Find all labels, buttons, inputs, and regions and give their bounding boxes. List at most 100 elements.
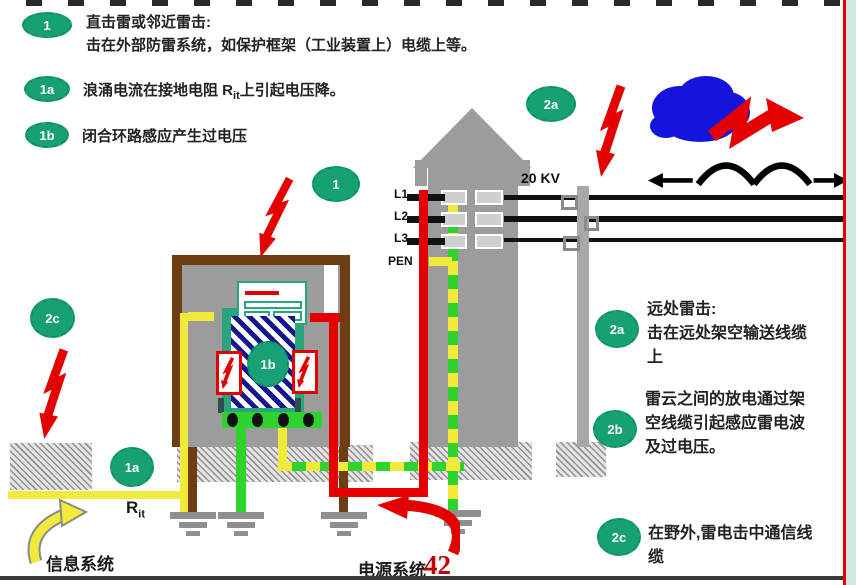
insulator-bracket xyxy=(584,216,599,231)
bond-terminal xyxy=(303,413,314,427)
bond-terminal xyxy=(252,413,263,427)
info-system-label: 信息系统 xyxy=(46,555,114,574)
badge-label: 1b xyxy=(260,356,276,372)
lightning-bolt-icon xyxy=(39,348,68,440)
bond-terminal xyxy=(227,413,238,427)
diagram-badge-2c: 2c xyxy=(30,298,75,338)
insulator-bracket xyxy=(561,195,578,210)
arrester-bolt-icon xyxy=(296,355,311,389)
pe-conductor-horizontal xyxy=(278,462,464,471)
cloud-discharge-arrow-icon xyxy=(707,96,804,149)
power-cable-drop-house xyxy=(329,318,338,497)
legend-2b-line3: 及过电压。 xyxy=(645,439,726,456)
page-number: 42 xyxy=(424,550,451,580)
info-cable-riser xyxy=(180,313,188,512)
label-PEN: PEN xyxy=(388,254,413,268)
legend-2c-line2: 缆 xyxy=(648,549,665,566)
pen-conductor xyxy=(448,205,458,510)
storm-cloud-icon xyxy=(650,76,750,142)
bond-terminal xyxy=(278,413,289,427)
power-system-label: 电源系统 xyxy=(358,561,426,580)
tower-eave-left xyxy=(415,160,427,186)
legend-badge-1: 1 xyxy=(22,12,72,38)
cropped-title-strip xyxy=(26,0,841,6)
legend-2a-line3: 上 xyxy=(647,349,664,366)
house-frame-top xyxy=(172,255,350,265)
legend-2b-line1: 雷云之间的放电通过架 xyxy=(645,391,806,408)
ground-symbol xyxy=(321,512,367,536)
tower-body xyxy=(428,168,518,447)
equipotential-bonding-bar xyxy=(222,412,322,428)
transformer-box xyxy=(475,234,503,249)
house-earth-lead-right xyxy=(339,447,348,512)
resistance-label: Rit xyxy=(126,498,145,520)
right-edge-strip xyxy=(846,0,856,585)
legend-2b-line2: 空线缆引起感应雷电波 xyxy=(645,415,806,432)
house-earth-lead-left xyxy=(188,447,197,512)
bond-stub xyxy=(295,398,301,413)
lightning-bolt-icon xyxy=(596,84,626,177)
power-line-L3 xyxy=(504,238,845,242)
badge-label: 1 xyxy=(43,17,51,33)
diagram-badge-1: 1 xyxy=(312,166,360,202)
resistance-sub: it xyxy=(138,508,146,521)
info-cable-stub xyxy=(188,312,214,321)
voltage-label: 20 KV xyxy=(521,170,560,186)
legend-2c-line1: 在野外,雷电击中通信线 xyxy=(648,525,813,542)
legend-2a-line1: 远处雷击: xyxy=(647,301,717,318)
device-detail xyxy=(244,301,302,309)
legend-1a-sub: it xyxy=(233,90,240,102)
diagram-badge-1a: 1a xyxy=(110,447,154,487)
surge-arrester-right xyxy=(292,350,318,394)
badge-label: 1a xyxy=(39,81,55,97)
badge-label: 2c xyxy=(611,529,627,545)
device-slot xyxy=(245,291,279,295)
badge-label: 2b xyxy=(607,421,623,437)
ground-block xyxy=(10,443,92,490)
tower-eave-right xyxy=(517,160,530,186)
legend-badge-1a: 1a xyxy=(24,76,70,102)
ground-symbol xyxy=(218,512,264,536)
badge-label: 1a xyxy=(124,459,140,475)
legend-1-line1: 直击雷或邻近雷击: xyxy=(86,14,211,31)
bottom-border xyxy=(0,576,847,580)
bond-stub xyxy=(218,398,224,413)
transformer-box xyxy=(475,212,503,227)
legend-2a-line2: 击在远处架空输送线缆 xyxy=(647,325,808,342)
surge-arrester-left xyxy=(216,351,242,395)
lightning-bolt-icon xyxy=(259,176,294,258)
badge-label: 2a xyxy=(609,321,625,337)
badge-label: 1b xyxy=(39,127,55,143)
power-line-L2 xyxy=(504,216,845,222)
power-system-arrow-icon xyxy=(377,495,460,556)
utility-pole xyxy=(577,186,589,447)
pe-conductor-drop xyxy=(278,428,287,468)
legend-1-line2: 击在外部防雷系统，如保护框架（工业装置上）电缆上等。 xyxy=(86,37,477,54)
info-system-cable xyxy=(8,491,183,499)
legend-1a-text: 浪涌电流在接地电阻 Rit上引起电压降。 xyxy=(83,80,345,107)
label-L2: L2 xyxy=(394,209,409,223)
house-frame-right xyxy=(340,255,350,447)
badge-label: 1 xyxy=(332,176,340,192)
diagram-badge-1b: 1b xyxy=(247,341,289,387)
tower-roof xyxy=(413,108,531,168)
surge-wave-icon xyxy=(648,162,848,188)
cable-entry-channel xyxy=(324,265,338,315)
ground-symbol xyxy=(170,512,216,536)
info-system-arrow-icon xyxy=(27,498,89,564)
badge-label: 2c xyxy=(45,310,60,326)
house-frame-left xyxy=(172,255,182,447)
legend-1a-pre: 浪涌电流在接地电阻 R xyxy=(83,82,234,99)
arrester-bolt-icon xyxy=(220,356,235,390)
insulator-bracket xyxy=(563,236,580,251)
resistance-pre: R xyxy=(126,498,139,517)
earth-conductor-green xyxy=(236,428,246,512)
power-cable-tower xyxy=(419,190,428,497)
power-cable-stub xyxy=(310,313,340,322)
legend-1b-text: 闭合环路感应产生过电压 xyxy=(82,128,248,145)
power-cable-bottom xyxy=(329,488,428,497)
legend-badge-1b: 1b xyxy=(25,122,69,148)
transformer-box xyxy=(475,190,503,205)
legend-badge-2b: 2b xyxy=(593,410,637,448)
